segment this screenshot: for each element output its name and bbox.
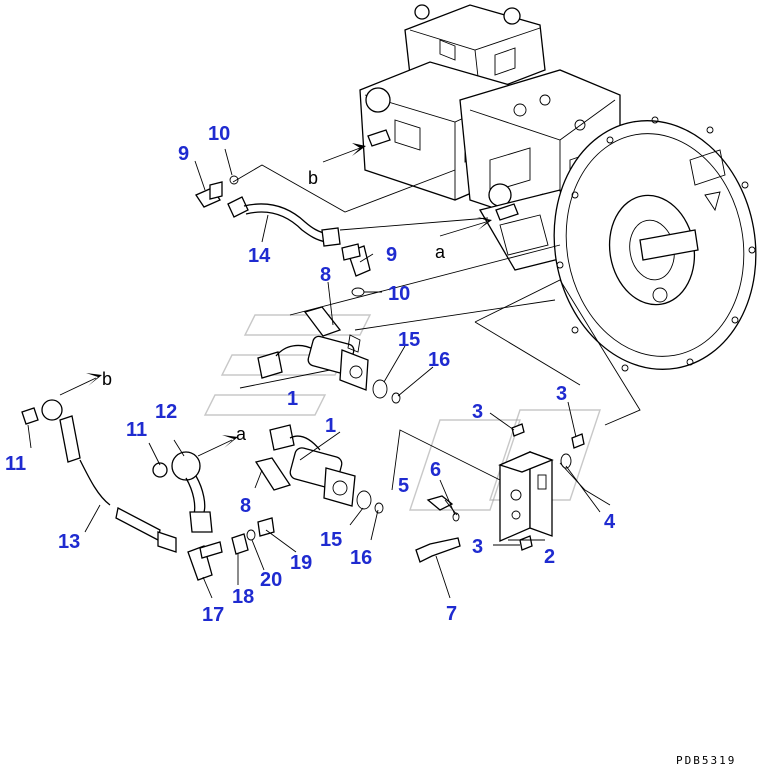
- callout-19: 19: [290, 552, 312, 574]
- callout-10-right: 10: [388, 283, 410, 305]
- callout-15-lower: 15: [320, 529, 342, 551]
- callout-2: 2: [544, 546, 555, 568]
- main-pump-assembly: [359, 4, 757, 372]
- callout-16-upper: 16: [428, 349, 450, 371]
- callout-11-left: 11: [5, 453, 26, 475]
- reference-lines: [232, 164, 641, 426]
- callout-8-upper: 8: [320, 264, 331, 286]
- letter-b-lower: b: [102, 369, 112, 389]
- valve-block-2: [415, 423, 611, 563]
- direction-arrows: [59, 143, 492, 457]
- solenoid-valve-lower: [254, 424, 384, 514]
- callout-11-right: 11: [126, 419, 147, 441]
- callout-15-upper: 15: [398, 329, 420, 351]
- callout-1-upper: 1: [287, 388, 298, 410]
- callout-9-left: 9: [178, 143, 189, 165]
- callout-1-lower: 1: [325, 415, 336, 437]
- callout-3-top: 3: [472, 401, 483, 423]
- callout-14: 14: [248, 245, 271, 267]
- solenoid-valve-upper: [257, 306, 401, 404]
- callout-5: 5: [398, 475, 409, 497]
- callout-12: 12: [155, 401, 177, 423]
- callout-7: 7: [446, 603, 457, 625]
- callout-8-lower: 8: [240, 495, 251, 517]
- callout-17: 17: [202, 604, 224, 626]
- letter-a-lower: a: [236, 424, 247, 444]
- callout-labels: 1 1 2 3 3 3 4 5 6 7 8 8 9 9 10 10 11 11 …: [5, 123, 616, 626]
- flange-bolt-ring: [556, 116, 756, 372]
- letter-b-upper: b: [308, 168, 318, 188]
- drawing-code: PDB5319: [676, 754, 736, 767]
- callout-3-right: 3: [556, 383, 567, 405]
- letter-a-upper: a: [435, 242, 446, 262]
- callout-13: 13: [58, 531, 80, 553]
- callout-20: 20: [260, 569, 282, 591]
- hose-14-assembly: [195, 175, 371, 297]
- callout-3-bottom: 3: [472, 536, 483, 558]
- callout-9-right: 9: [386, 244, 397, 266]
- connection-letters: a a b b: [102, 168, 446, 444]
- watermark: [203, 314, 601, 511]
- callout-6: 6: [430, 459, 441, 481]
- callout-leaders: [27, 148, 601, 599]
- callout-18: 18: [232, 586, 254, 608]
- hose-13-assembly: [21, 399, 275, 581]
- callout-4: 4: [604, 511, 616, 533]
- callout-16-lower: 16: [350, 547, 372, 569]
- callout-10-top: 10: [208, 123, 230, 145]
